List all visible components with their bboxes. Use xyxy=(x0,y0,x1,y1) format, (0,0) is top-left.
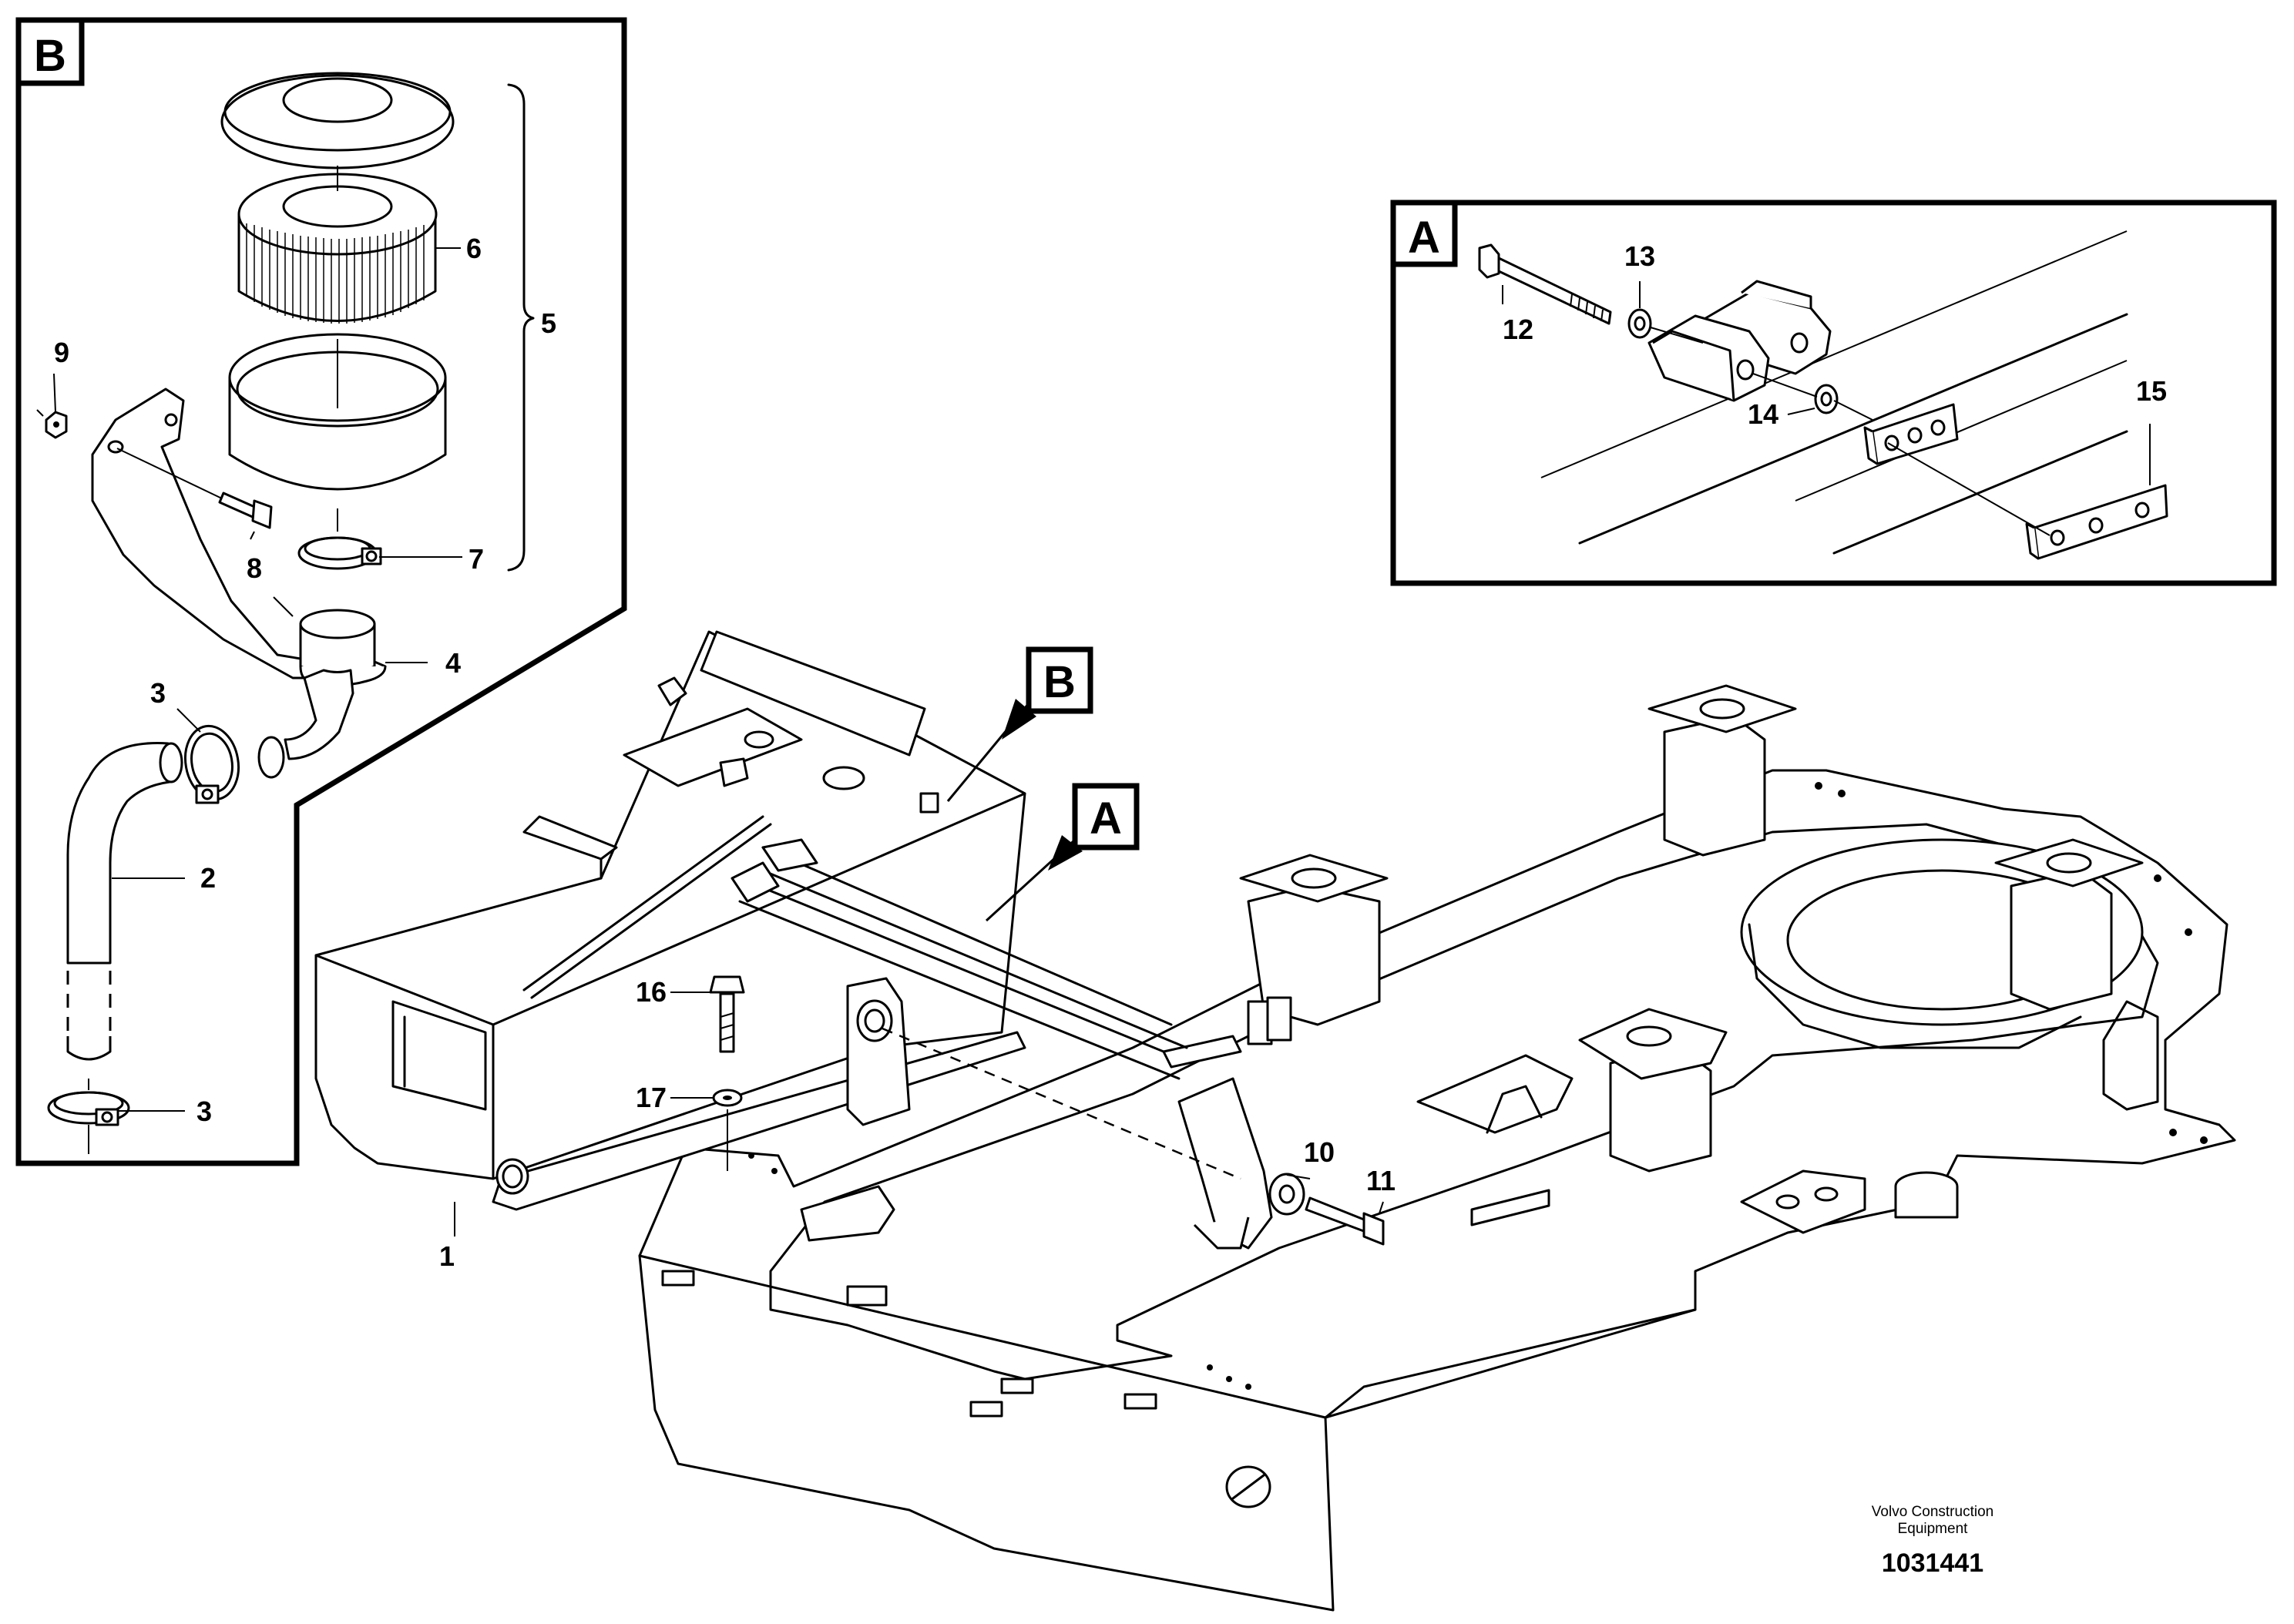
callout-17: 17 xyxy=(636,1082,667,1113)
hose-clamp-3-lower xyxy=(47,1091,130,1126)
main-tag-a-label: A xyxy=(1090,794,1122,844)
washer-13 xyxy=(1627,308,1652,339)
callout-16: 16 xyxy=(636,976,667,1008)
callout-3-upper: 3 xyxy=(150,677,166,709)
callout-6: 6 xyxy=(466,233,482,264)
detail-a-tag-box xyxy=(1390,200,1458,267)
callout-10: 10 xyxy=(1304,1136,1335,1168)
callout-7: 7 xyxy=(469,543,484,575)
main-tag-b-label: B xyxy=(1043,657,1076,707)
detail-b-tag: B xyxy=(34,31,66,81)
main-detail-tag-b: B xyxy=(946,646,1093,802)
mounting-posts xyxy=(1239,684,2144,1234)
strap-clamp xyxy=(1647,280,1832,402)
washer-14 xyxy=(1814,384,1839,414)
main-detail-tag-a: A xyxy=(985,783,1140,922)
washer-17 xyxy=(712,1089,743,1171)
callout-13: 13 xyxy=(1624,240,1655,272)
detail-a-panel: A xyxy=(1390,200,2277,586)
detail-b-tag-box xyxy=(15,17,85,86)
detail-a-tag: A xyxy=(1408,213,1440,263)
callout-5: 5 xyxy=(541,307,556,339)
hose-clamp-3-upper xyxy=(183,724,240,804)
callout-8: 8 xyxy=(247,552,262,584)
hose-clamp-7 xyxy=(297,536,382,570)
callout-12: 12 xyxy=(1503,314,1533,345)
bolt-12 xyxy=(1478,243,1612,325)
assembly-brace-5 xyxy=(507,83,535,572)
hose-2 xyxy=(66,742,183,1061)
callout-14: 14 xyxy=(1748,398,1778,430)
callout-4: 4 xyxy=(445,647,461,679)
pipe-connector-4 xyxy=(257,609,387,779)
credit-line-2: Equipment xyxy=(1898,1521,1969,1537)
strap-plate-15 xyxy=(1863,403,2168,560)
callout-9: 9 xyxy=(54,337,69,368)
callout-2: 2 xyxy=(200,862,216,894)
bolt-8 xyxy=(218,492,273,529)
tank-bracket xyxy=(800,996,1550,1307)
bolt-16 xyxy=(709,975,745,1053)
nut-9 xyxy=(45,411,68,439)
fuel-tank xyxy=(314,630,1241,1211)
callout-15: 15 xyxy=(2136,375,2167,407)
callout-labels: 1 2 3 3 4 5 6 7 8 9 10 11 12 13 14 15 16… xyxy=(54,233,2167,1272)
bolt-11 xyxy=(1305,1196,1385,1246)
document-number: 1031441 xyxy=(1882,1549,1983,1578)
drawing-credit: Volvo Construction Equipment 1031441 xyxy=(1872,1504,1993,1578)
credit-line-1: Volvo Construction xyxy=(1872,1504,1993,1520)
bushing-10 xyxy=(1268,1173,1305,1216)
callout-3-lower: 3 xyxy=(196,1096,212,1127)
filter-element xyxy=(237,173,438,324)
frame-assembly xyxy=(638,684,2236,1612)
callout-11: 11 xyxy=(1366,1165,1396,1196)
detail-b-panel: B xyxy=(15,17,627,1166)
callout-1: 1 xyxy=(439,1240,455,1272)
